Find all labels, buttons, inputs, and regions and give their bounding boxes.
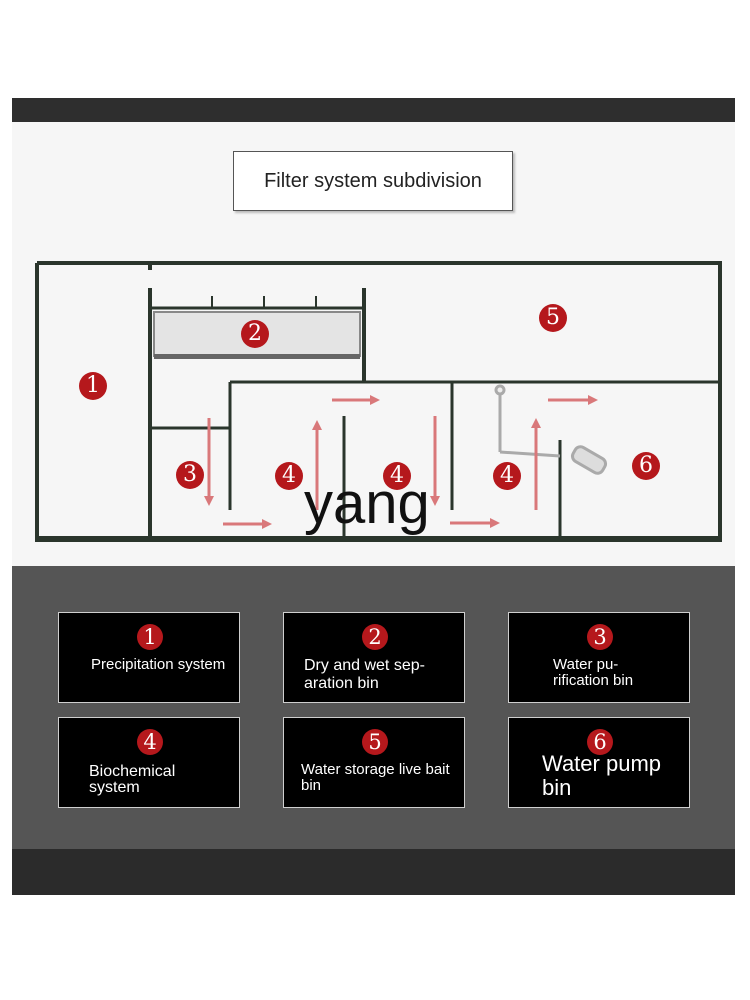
flow-arrow-right (223, 519, 272, 529)
legend-card-5: 5 Water storage live bait bin (283, 717, 465, 808)
legend-card-1: 1 Precipitation system (58, 612, 240, 703)
legend-badge: 2 (362, 624, 388, 650)
zone-badge-3: 3 (176, 461, 204, 489)
zone-badge-4b: 4 (383, 462, 411, 490)
flow-arrow-right (450, 518, 500, 528)
legend-label: Biochemical system (89, 763, 176, 796)
legend-card-6: 6 Water pump bin (508, 717, 690, 808)
tank-walls (35, 261, 722, 542)
flow-arrow-up (531, 418, 541, 510)
bottom-bar (12, 849, 735, 895)
legend-label: Dry and wet sep-aration bin (304, 657, 425, 692)
legend-badge: 4 (137, 729, 163, 755)
zone-badge-4c: 4 (493, 462, 521, 490)
legend-label: Water pump bin (542, 751, 662, 800)
legend-card-2: 2 Dry and wet sep-aration bin (283, 612, 465, 703)
zone-badge-4a: 4 (275, 462, 303, 490)
legend-card-3: 3 Water pu-rification bin (508, 612, 690, 703)
legend-badge: 5 (362, 729, 388, 755)
zone-badge-6: 6 (632, 452, 660, 480)
pump-pipe (494, 384, 608, 475)
legend-label: Water pu-rification bin (553, 656, 634, 689)
legend-label: Water storage live bait bin (301, 761, 450, 794)
legend-badge: 6 (587, 729, 613, 755)
legend-badge: 3 (587, 624, 613, 650)
watermark: yang (304, 471, 430, 536)
flow-arrows (204, 395, 598, 529)
zone-badge-1: 1 (79, 372, 107, 400)
zone-badge-2: 2 (241, 320, 269, 348)
legend-label: Precipitation system (91, 656, 226, 673)
page-title: Filter system subdivision (233, 151, 513, 211)
top-bar (12, 98, 735, 122)
flow-arrow-right (548, 395, 598, 405)
flow-arrow-down (430, 416, 440, 506)
legend-card-4: 4 Biochemical system (58, 717, 240, 808)
flow-arrow-up (312, 420, 322, 510)
legend-badge: 1 (137, 624, 163, 650)
zone-badge-5: 5 (539, 304, 567, 332)
flow-arrow-down (204, 418, 214, 506)
flow-arrow-right (332, 395, 380, 405)
